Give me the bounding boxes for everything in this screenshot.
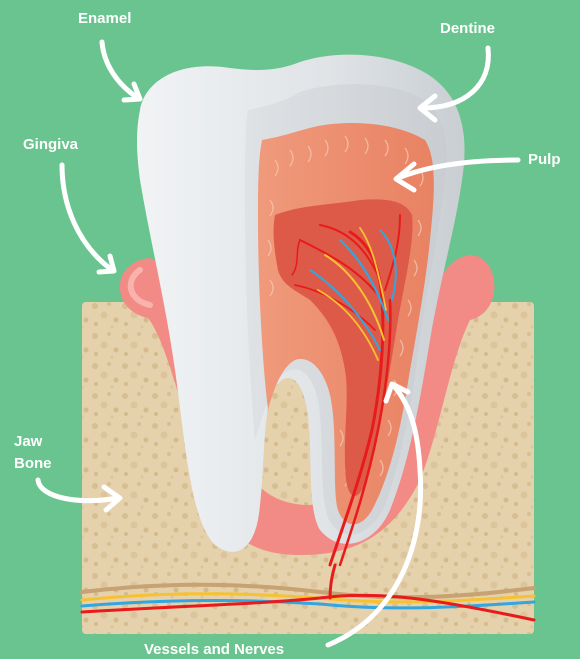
gingiva-label: Gingiva xyxy=(23,136,78,154)
pulp-label: Pulp xyxy=(528,151,561,169)
enamel-label: Enamel xyxy=(78,10,131,28)
enamel-arrow xyxy=(102,42,140,100)
vessels-and-nerves-label: Vessels and Nerves xyxy=(144,641,284,659)
gingiva-arrow xyxy=(62,165,114,272)
dentine-label: Dentine xyxy=(440,20,495,38)
jaw-bone-label-line1: Jaw xyxy=(14,433,42,451)
jaw-bone-label-line2: Bone xyxy=(14,455,52,473)
